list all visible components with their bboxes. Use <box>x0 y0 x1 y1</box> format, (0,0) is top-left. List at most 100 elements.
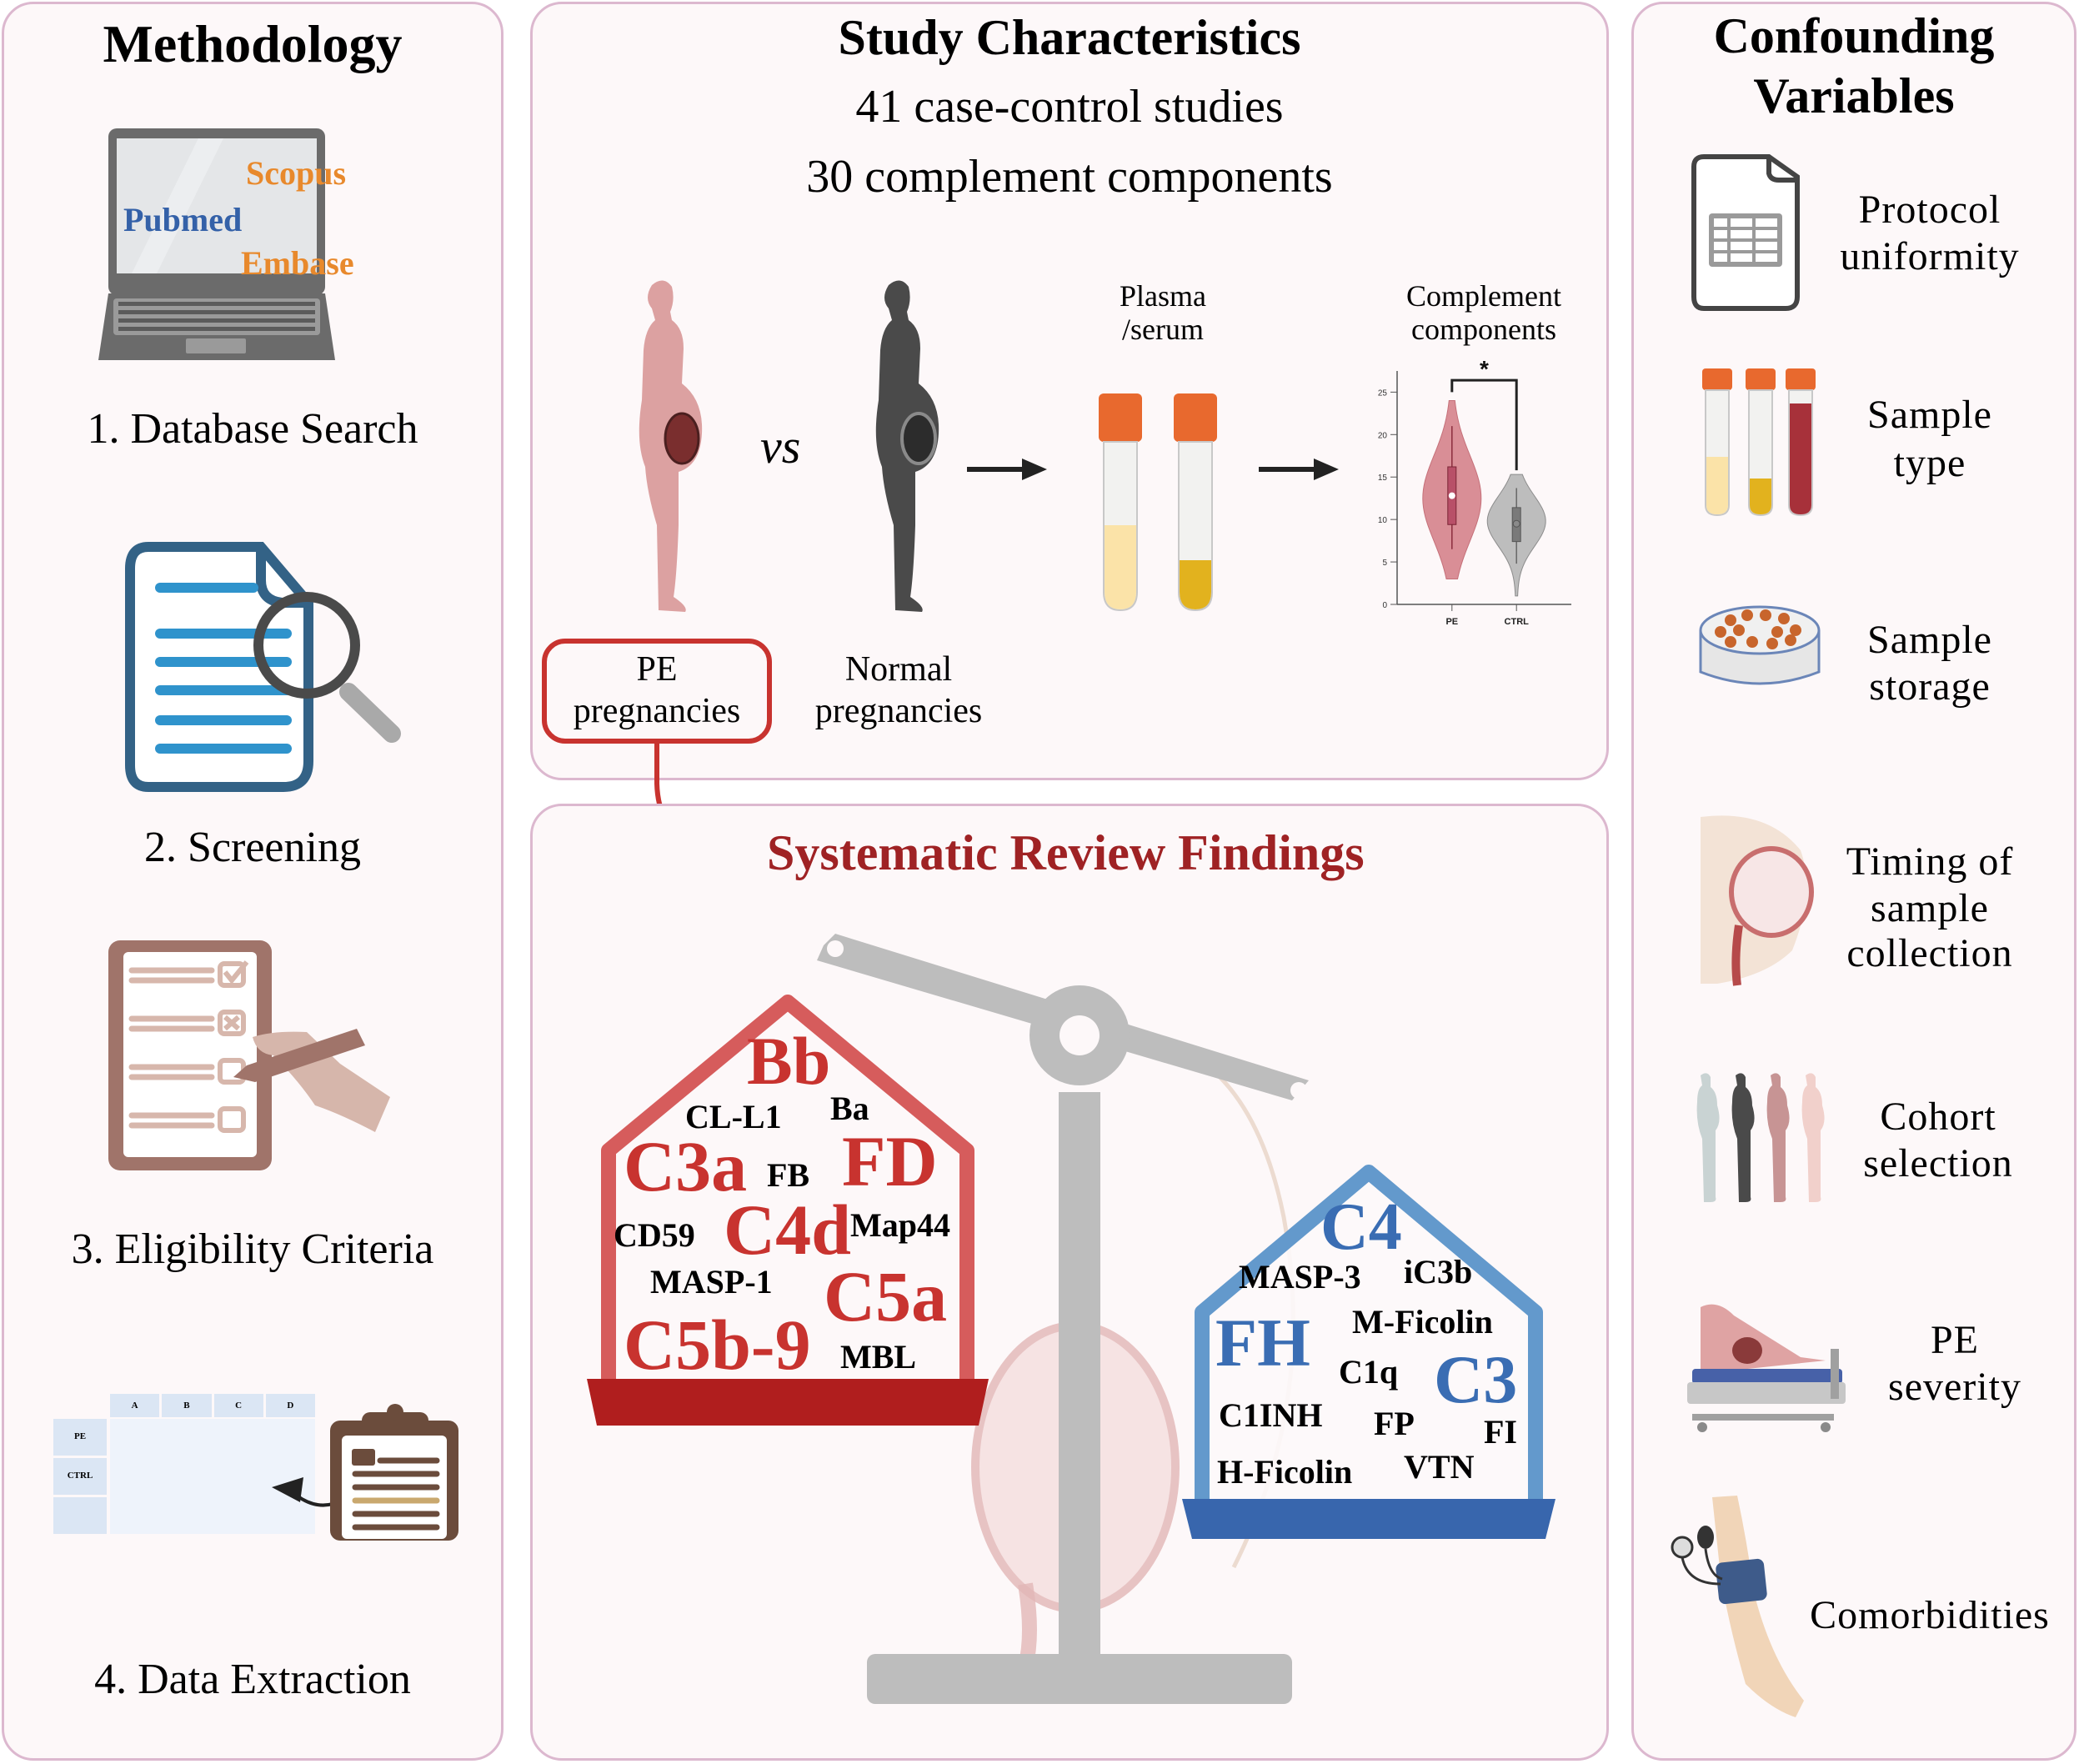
decreased-item: VTN <box>1404 1448 1475 1486</box>
confounder-label: PE <box>1930 1318 1979 1362</box>
arrow-right-icon <box>967 457 1050 482</box>
pregnant-women-icon <box>1692 1072 1834 1202</box>
decreased-components-house <box>1179 1154 1559 1539</box>
increased-item: MBL <box>840 1338 917 1376</box>
table-row-header: PE <box>53 1419 107 1456</box>
normal-pregnancies-label: pregnancies <box>814 692 983 730</box>
x-tick-label: PE <box>1445 617 1458 627</box>
decreased-item: C1q <box>1339 1353 1399 1391</box>
increased-item: C5b-9 <box>624 1305 811 1385</box>
database-embase: Embase <box>241 244 354 282</box>
decreased-item: C4 <box>1320 1190 1402 1264</box>
increased-item: Bb <box>747 1023 831 1099</box>
median-ctrl <box>1512 519 1520 528</box>
arrow-right-icon <box>1259 457 1342 482</box>
y-tick-label: 10 <box>1378 516 1388 525</box>
table-col-header: A <box>110 1394 160 1417</box>
increased-item: C4d <box>724 1190 851 1270</box>
table-col-header: C <box>213 1394 263 1417</box>
findings-title: Systematic Review Findings <box>767 825 1365 880</box>
increased-item: C3a <box>624 1126 748 1206</box>
step-database-search: 1. Database Search <box>87 405 418 453</box>
confounder-label: severity <box>1888 1365 2021 1409</box>
step-eligibility-criteria: 3. Eligibility Criteria <box>71 1225 434 1273</box>
decreased-item: H-Ficolin <box>1217 1453 1353 1491</box>
increased-item: C5a <box>824 1256 948 1336</box>
confounder-label: Cohort <box>1880 1095 1996 1139</box>
database-pubmed: Pubmed <box>123 201 243 238</box>
confounding-title-1: Confounding <box>1713 8 1995 63</box>
normal-pregnant-woman-icon <box>860 275 944 617</box>
increased-item: CL-L1 <box>685 1098 782 1135</box>
increased-item: FB <box>767 1156 810 1194</box>
y-tick-label: 5 <box>1382 559 1387 568</box>
table-col-header: B <box>162 1394 212 1417</box>
y-tick-label: 20 <box>1378 431 1388 440</box>
spreadsheet-file-icon <box>1691 154 1801 311</box>
increased-components-house <box>584 984 992 1426</box>
pe-label: PE <box>636 650 678 689</box>
plasma-label: Plasma <box>1120 279 1206 313</box>
y-tick-label: 15 <box>1378 474 1388 483</box>
serum-label: /serum <box>1122 313 1204 346</box>
confounder-label: type <box>1893 441 1966 485</box>
confounder-label: Sample <box>1867 618 1992 662</box>
step-data-extraction: 4. Data Extraction <box>94 1656 411 1703</box>
chart-title-line2: components <box>1411 313 1556 346</box>
vs-label: vs <box>760 419 801 474</box>
confounder-label: Protocol <box>1858 188 2001 232</box>
decreased-item: FI <box>1484 1413 1517 1451</box>
blood-pressure-cuff-icon <box>1671 1492 1812 1726</box>
study-count: 41 case-control studies <box>855 81 1284 133</box>
confounder-label: sample <box>1871 886 1989 930</box>
table-clipboard-icon: A B C D PE CTRL <box>53 1202 470 1569</box>
decreased-item: M-Ficolin <box>1352 1303 1493 1341</box>
decreased-item: FH <box>1215 1305 1310 1381</box>
normal-label: Normal <box>844 650 953 689</box>
confounder-label: uniformity <box>1840 234 2020 278</box>
decreased-item: MASP-3 <box>1239 1258 1361 1295</box>
sample-tubes-icon <box>1097 392 1222 617</box>
confounder-label: Comorbidities <box>1810 1593 2050 1637</box>
database-scopus: Scopus <box>246 154 347 192</box>
confounder-label: Timing of <box>1846 839 2014 884</box>
increased-item: CD59 <box>614 1216 695 1254</box>
confounder-label: collection <box>1846 931 2013 975</box>
extraction-table: A B C D PE CTRL <box>53 1394 315 1534</box>
confounder-label: selection <box>1863 1141 2013 1185</box>
confounder-label: storage <box>1869 664 1991 709</box>
table-row-header: CTRL <box>53 1458 107 1495</box>
hospital-bed-icon <box>1667 1290 1851 1441</box>
decreased-item: FP <box>1374 1405 1415 1442</box>
table-row-header <box>53 1497 107 1534</box>
confounder-label: Sample <box>1867 393 1992 437</box>
storage-box-icon <box>1697 597 1822 689</box>
median-pe <box>1448 492 1455 499</box>
y-tick-label: 25 <box>1378 388 1388 398</box>
methodology-title: Methodology <box>103 14 403 73</box>
component-count: 30 complement components <box>806 151 1333 203</box>
significance-marker: * <box>1480 356 1489 382</box>
checklist-icon <box>107 939 415 1199</box>
x-tick-label: CTRL <box>1505 617 1530 627</box>
increased-item: FD <box>842 1121 938 1201</box>
pe-pregnancies-label: pregnancies <box>573 692 741 730</box>
pe-pregnancies-box <box>542 639 772 744</box>
table-col-header: D <box>265 1394 315 1417</box>
decreased-item: C1INH <box>1219 1396 1323 1434</box>
y-tick-label: 0 <box>1382 601 1387 610</box>
increased-item: Map44 <box>850 1206 950 1244</box>
pe-pregnant-woman-icon <box>624 275 707 617</box>
decreased-item: iC3b <box>1404 1253 1473 1290</box>
document-magnifier-icon <box>123 540 407 799</box>
uterus-fetus-icon <box>1684 809 1817 992</box>
confounding-title-2: Variables <box>1753 68 1955 123</box>
laptop-icon: Scopus Pubmed Embase <box>98 127 354 365</box>
decreased-item: C3 <box>1434 1341 1518 1417</box>
increased-item: Ba <box>830 1090 869 1127</box>
increased-item: MASP-1 <box>650 1263 773 1300</box>
sample-tubes-icon <box>1701 367 1826 517</box>
study-characteristics-title: Study Characteristics <box>838 10 1301 65</box>
step-screening: 2. Screening <box>144 824 361 871</box>
